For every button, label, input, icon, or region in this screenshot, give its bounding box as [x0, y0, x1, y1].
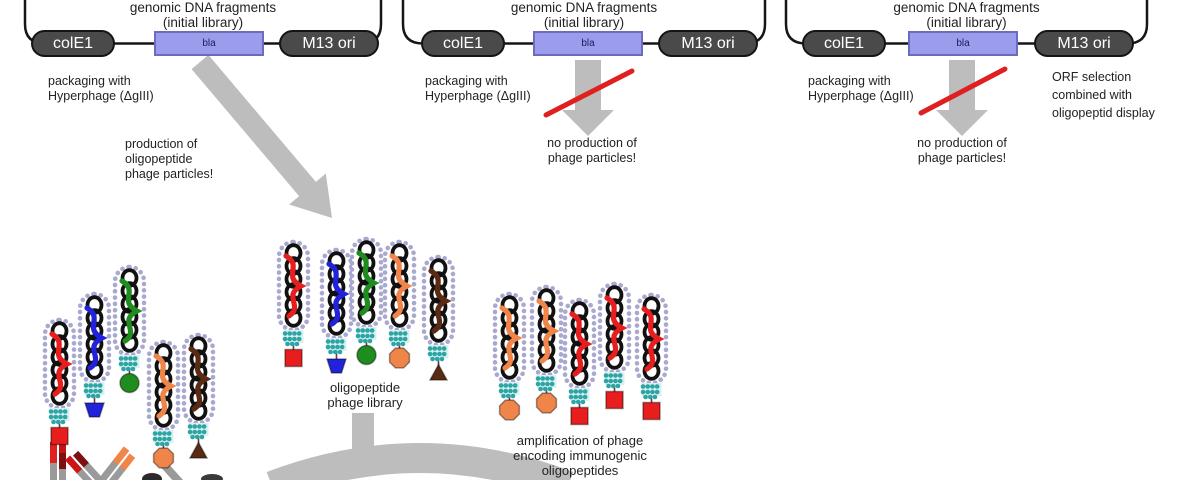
panel1-title-line1: genomic DNA fragments [129, 0, 277, 15]
displayed-peptide-square [605, 390, 624, 410]
panel1-packaging-note: packaging with Hyperphage (ΔgIII) [48, 74, 154, 104]
panel3-title: genomic DNA fragments (initial library) [786, 0, 1147, 30]
panel2-colE1-node: colE1 [421, 30, 505, 57]
panel1-m13ori-node: M13 ori [279, 30, 379, 57]
panel1-bla-gene: bla [154, 31, 264, 56]
phage-particle [80, 294, 109, 396]
blocked-arrow-head [562, 110, 614, 136]
amplification-caption: amplification of phage encoding immunoge… [494, 433, 666, 478]
phage-particle [532, 287, 561, 389]
panel3-outcome-line2: phage particles! [917, 151, 1007, 165]
panel1-title-line2: (initial library) [162, 15, 244, 30]
panel2-outcome-note: no production of phage particles! [520, 136, 664, 166]
library-caption: oligopeptide phage library [295, 380, 435, 410]
displayed-peptide-circle [356, 344, 377, 366]
phage-particle [385, 242, 414, 344]
panel3-orf-note: ORF selection combined with oligopeptid … [1052, 68, 1155, 122]
phage-particle [149, 342, 178, 444]
panel3-packaging-line1: packaging with [808, 74, 891, 88]
panel2-packaging-line2: Hyperphage (ΔgIII) [425, 89, 531, 103]
displayed-peptide-triangle [428, 362, 449, 381]
blocked-arrow-icon [575, 60, 601, 110]
panel2-outcome-line1: no production of [547, 136, 637, 150]
phage-particle [600, 284, 629, 386]
displayed-peptide-octagon [388, 347, 411, 369]
panel2-title-line2: (initial library) [543, 15, 625, 30]
displayed-peptide-triangle [188, 440, 209, 459]
panel2-packaging-note: packaging with Hyperphage (ΔgIII) [425, 74, 531, 104]
phage-particle [45, 320, 74, 422]
panel2-m13ori-node: M13 ori [658, 30, 758, 57]
panel2-title-line1: genomic DNA fragments [510, 0, 658, 15]
blocked-slash-icon [543, 68, 635, 118]
blocked-slash-icon [918, 66, 1008, 116]
panel2-packaging-line1: packaging with [425, 74, 508, 88]
displayed-peptide-square [642, 401, 661, 421]
production-arrow-icon [191, 54, 332, 219]
blocked-arrow-head [936, 110, 988, 136]
phage-particle [352, 239, 381, 341]
phage-particle [495, 294, 524, 396]
panel3-outcome-note: no production of phage particles! [890, 136, 1034, 166]
panel3-m13ori-node: M13 ori [1034, 30, 1134, 57]
panel1-packaging-line2: Hyperphage (ΔgIII) [48, 89, 154, 103]
panel3-packaging-note: packaging with Hyperphage (ΔgIII) [808, 74, 914, 104]
panel1-title: genomic DNA fragments (initial library) [25, 0, 381, 30]
panel3-orf-line3: oligopeptid display [1052, 106, 1155, 120]
panel1-outcome-line3: phage particles! [125, 167, 214, 181]
selection-cycle-arc [266, 413, 574, 480]
displayed-peptide-circle [119, 372, 140, 394]
amplified-phages [495, 284, 666, 426]
panel1-outcome-note: production of oligopeptide phage particl… [125, 137, 213, 182]
panel2-outcome-line2: phage particles! [547, 151, 637, 165]
panel3-title-line2: (initial library) [926, 15, 1007, 30]
panel1-outcome-line1: production of [125, 137, 198, 151]
library-caption-line2: phage library [327, 395, 403, 410]
antibody-bound-phages [45, 267, 213, 469]
displayed-peptide-trapezoid [325, 358, 348, 374]
library-caption-line1: oligopeptide [329, 380, 401, 395]
displayed-peptide-square [570, 406, 589, 426]
displayed-peptide-square [284, 348, 303, 368]
phage-particle [279, 242, 308, 344]
phage-particle [322, 250, 351, 352]
panel3-orf-line1: ORF selection [1052, 70, 1132, 84]
panel1-colE1-node: colE1 [31, 30, 115, 57]
panel3-bla-gene: bla [908, 31, 1018, 56]
oligopeptide-phage-library [279, 239, 453, 381]
amplification-caption-line1: amplification of phage [516, 433, 644, 448]
phage-layer [45, 239, 666, 469]
panel3-orf-line2: combined with [1052, 88, 1132, 102]
displayed-peptide-octagon [498, 399, 521, 421]
blocked-slashes [543, 66, 1008, 118]
panel1-packaging-line1: packaging with [48, 74, 131, 88]
phage-particle [424, 257, 453, 359]
displayed-peptide-trapezoid [83, 402, 106, 418]
amplification-caption-line3: oligopeptides [541, 463, 619, 478]
amplification-caption-line2: encoding immunogenic [513, 448, 647, 463]
phage-particle [184, 335, 213, 437]
panel2-title: genomic DNA fragments (initial library) [403, 0, 765, 30]
antibody-illustrations [50, 442, 223, 480]
blocked-arrows [562, 60, 988, 136]
phage-particle [115, 267, 144, 369]
panel1-outcome-line2: oligopeptide [125, 152, 193, 166]
panel3-colE1-node: colE1 [802, 30, 886, 57]
panel3-packaging-line2: Hyperphage (ΔgIII) [808, 89, 914, 103]
displayed-peptide-octagon [152, 447, 175, 469]
panel2-bla-gene: bla [533, 31, 643, 56]
panel3-title-line1: genomic DNA fragments [893, 0, 1040, 15]
displayed-peptide-octagon [535, 392, 558, 414]
displayed-peptide-square [50, 426, 69, 446]
panel3-outcome-line1: no production of [917, 136, 1007, 150]
phage-particle [565, 300, 594, 402]
phage-particle [637, 295, 666, 397]
